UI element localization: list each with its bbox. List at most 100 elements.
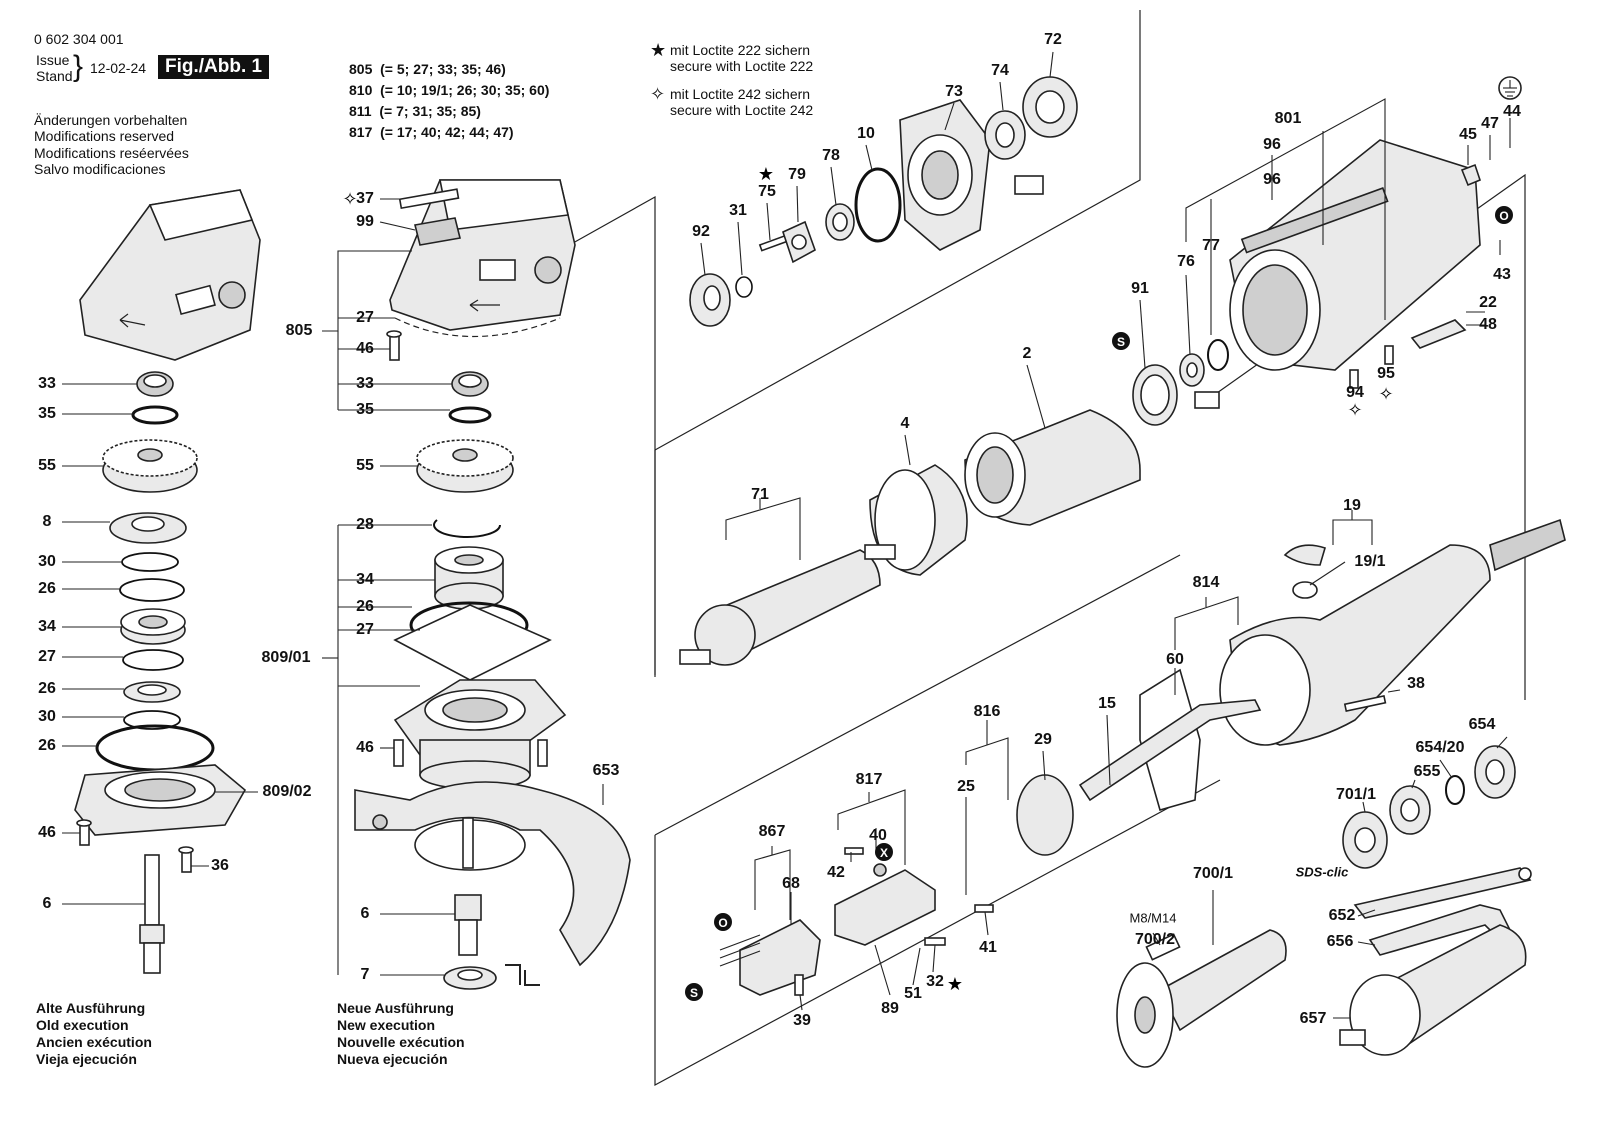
part-label: 655 (1413, 763, 1441, 780)
ring-30b-old (123, 710, 181, 730)
cable-sleeve-29 (1016, 774, 1074, 856)
part-label: 31 (729, 202, 747, 219)
figure-label: Fig./Abb. 1 (158, 55, 270, 79)
bearing-33-new (451, 371, 489, 397)
bearing-flange-809-02 (74, 764, 247, 836)
loctite-242-de: mit Loctite 242 sichern (670, 86, 811, 102)
part-label: 33 (356, 375, 374, 392)
part-label: SDS-clic (1295, 864, 1349, 880)
switch-817 (834, 863, 936, 946)
plate-79 (782, 220, 816, 264)
part-label: 39 (793, 1012, 811, 1029)
part-label: 46 (38, 824, 56, 841)
svg-text:O: O (1499, 209, 1508, 223)
kit-817: 817 (= 17; 40; 42; 44; 47) (349, 124, 514, 140)
part-label: 37 (356, 190, 374, 207)
pin-spanner-652 (1353, 867, 1532, 919)
bearing-74 (984, 110, 1026, 160)
part-label: 91 (1131, 280, 1149, 297)
screw-94 (1349, 369, 1359, 389)
part-label: 96 (1263, 136, 1281, 153)
part-label: 6 (42, 895, 52, 912)
part-label: 78 (822, 147, 840, 164)
part-label: 27 (38, 648, 56, 665)
part-label: 700/2 (1134, 931, 1176, 948)
svg-text:S: S (1117, 335, 1125, 349)
kit-811: 811 (= 7; 31; 35; 85) (349, 103, 481, 119)
frame-line-lower-top (654, 554, 1181, 836)
gear-head-new (389, 179, 576, 338)
ring-26-old (119, 578, 185, 602)
bearing-34-old (120, 608, 186, 645)
bearing-symbol-74 (1014, 175, 1044, 195)
part-label: 55 (356, 457, 374, 474)
handle-657 (1339, 924, 1527, 1056)
frame-line-upper-left (572, 195, 656, 677)
part-label: 33 (38, 375, 56, 392)
motor-housing-801 (1229, 139, 1481, 371)
stand-label: Stand (36, 68, 73, 84)
handle-screw-45 (1460, 163, 1481, 187)
part-label: 51 (904, 985, 922, 1002)
screw-38 (1343, 694, 1387, 713)
part-label: 657 (1299, 1010, 1327, 1027)
part-label: 801 (1274, 110, 1302, 127)
part-label: 48 (1479, 316, 1497, 333)
flange-nut-655 (1389, 785, 1431, 835)
circlip-28 (433, 519, 501, 538)
svg-text:O: O (718, 916, 727, 930)
part-label: 71 (751, 486, 769, 503)
part-label: 19/1 (1354, 553, 1386, 570)
armature-71 (679, 544, 896, 666)
part-label: 79 (788, 166, 806, 183)
new-execution-fr: Nouvelle exécution (337, 1034, 465, 1050)
part-label: 809/02 (262, 783, 312, 800)
bearing-76 (1179, 353, 1205, 387)
screw-46-new-top (386, 330, 402, 361)
bearing-flange-809-01 (393, 679, 567, 790)
gear-head-old (79, 189, 261, 361)
pinion-92 (689, 273, 731, 327)
old-execution-es: Vieja ejecución (36, 1051, 137, 1067)
bearing-symbol-76 (1194, 391, 1220, 409)
bevel-gear-55-old (102, 439, 198, 493)
switch-lever-19 (1283, 544, 1326, 599)
loctite-222-en: secure with Loctite 222 (670, 58, 814, 74)
modifications-de: Änderungen vorbehalten (34, 112, 188, 128)
rear-handle-814 (1219, 518, 1566, 746)
part-label: 55 (38, 457, 56, 474)
svg-text:★: ★ (947, 974, 963, 994)
part-label: 701/1 (1335, 786, 1377, 803)
loctite-222-de: mit Loctite 222 sichern (670, 42, 811, 58)
flange-654 (1474, 745, 1516, 799)
part-label: 656 (1326, 933, 1354, 950)
new-execution-de: Neue Ausführung (337, 1000, 454, 1016)
part-label: 2 (1022, 345, 1032, 362)
part-label: 92 (692, 223, 710, 240)
cable-wires (719, 934, 761, 967)
part-label: 95 (1377, 365, 1395, 382)
modifications-en: Modifications reserved (34, 128, 175, 144)
part-label: 30 (38, 708, 56, 725)
symbol-x-icon: X (875, 843, 893, 861)
screw-46-new (393, 739, 548, 767)
part-label: 809/01 (261, 649, 311, 666)
kit-810: 810 (= 10; 19/1; 26; 30; 35; 60) (349, 82, 550, 98)
part-label: 652 (1328, 907, 1356, 924)
part-label: 6 (360, 905, 370, 922)
screw-36-old (178, 846, 194, 873)
part-label: M8/M14 (1129, 910, 1177, 926)
part-label: 96 (1263, 171, 1281, 188)
screw-75 (758, 234, 790, 252)
leader-lines (62, 51, 1511, 1019)
cable-guard-15 (1078, 699, 1262, 802)
frame-line-lower (654, 779, 1221, 1087)
part-label: 60 (1166, 651, 1184, 668)
part-label: 36 (211, 857, 229, 874)
part-label: 35 (38, 405, 56, 422)
part-label: 76 (1177, 253, 1195, 270)
old-execution-en: Old execution (36, 1017, 129, 1033)
part-label: 38 (1407, 675, 1425, 692)
o-ring-654-20 (1445, 775, 1465, 805)
